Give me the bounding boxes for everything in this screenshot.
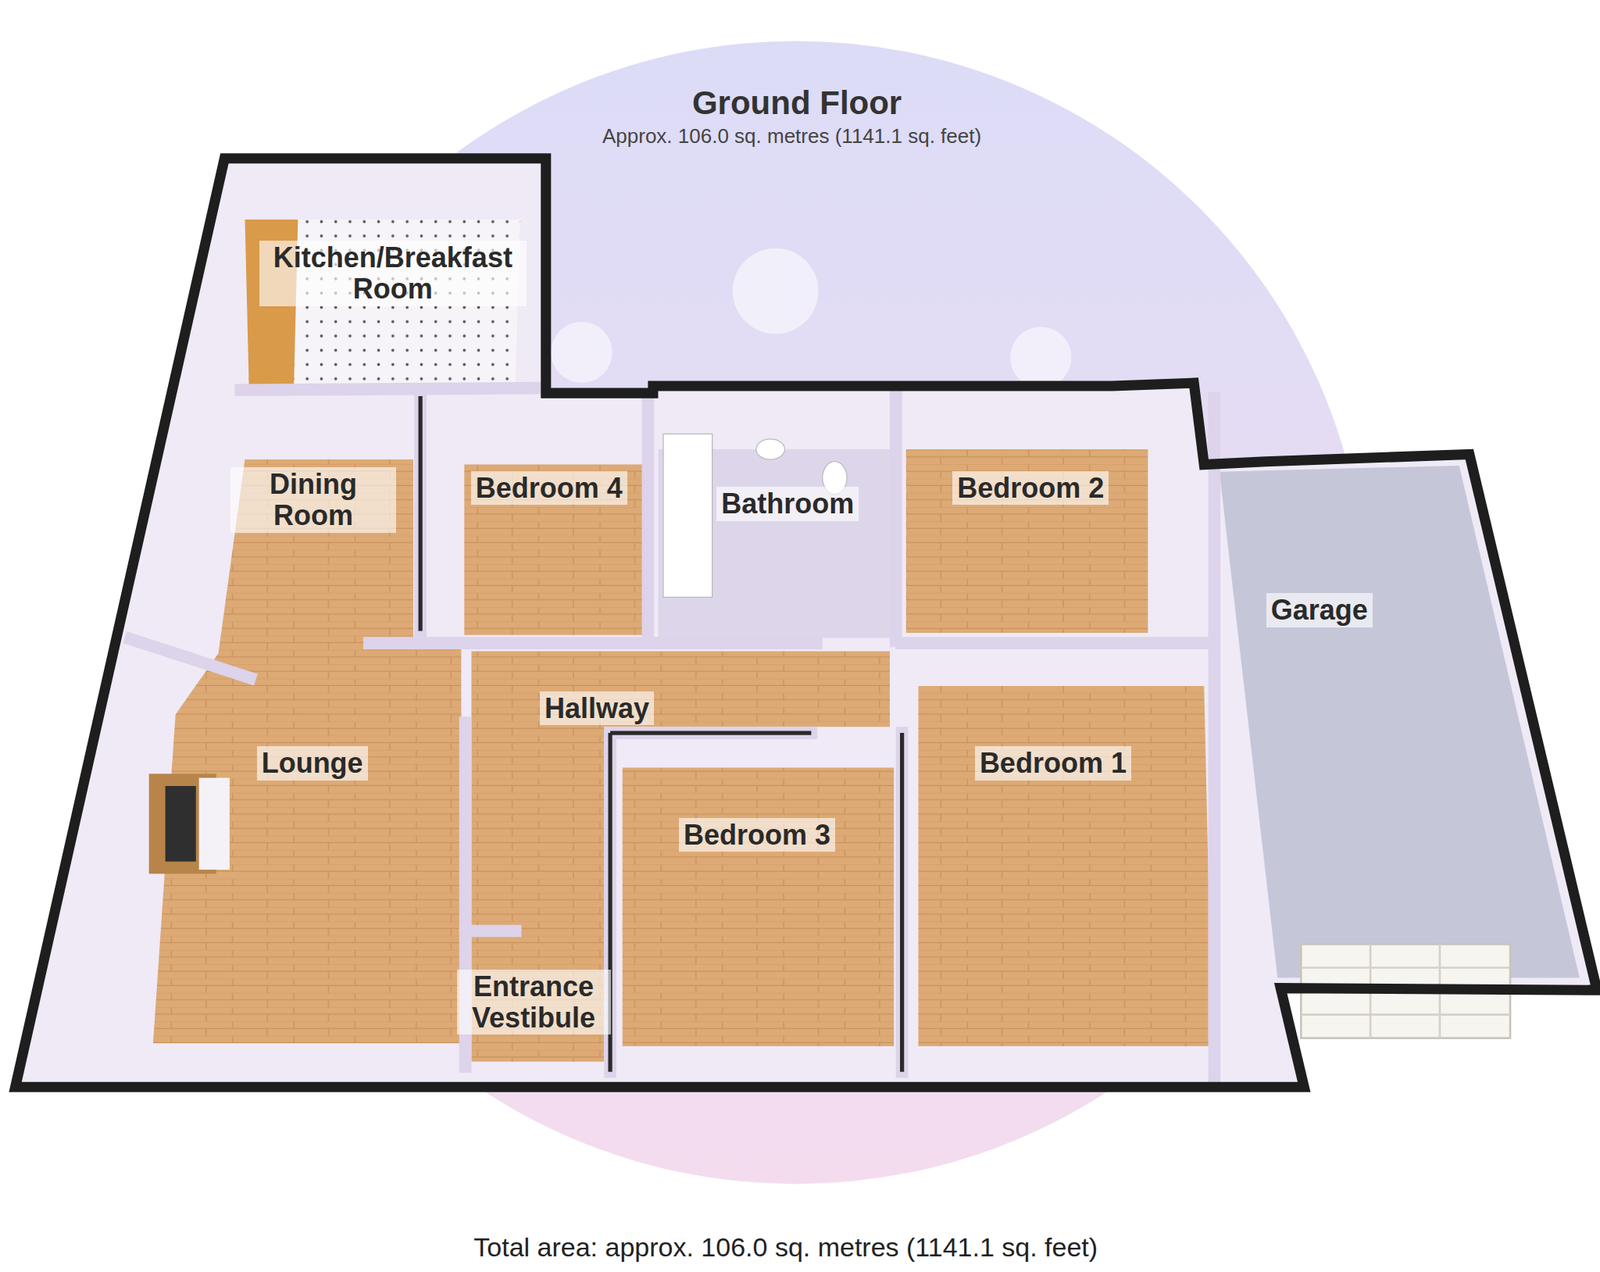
wall-edge (610, 730, 811, 735)
bedroom-floor (622, 767, 894, 1047)
wall-edge (418, 396, 423, 631)
wall (414, 396, 427, 631)
area-note: Approx. 106.0 sq. metres (1141.1 sq. fee… (602, 123, 982, 148)
wall (902, 636, 1211, 650)
bath-tub (663, 433, 713, 597)
room-name: Hallway (539, 691, 654, 726)
room-area: Bedroom 1 (950, 732, 1155, 794)
garage-floor (1219, 465, 1580, 979)
fireplace-side (199, 778, 230, 871)
wall (642, 396, 655, 639)
wall (896, 732, 909, 1072)
wall (1207, 398, 1221, 1078)
watermark-dot (732, 248, 819, 335)
building-footprint (15, 158, 1597, 1088)
room-area: Bedroom 3 (655, 803, 860, 865)
bedroom-floor (906, 449, 1149, 633)
room-name: Bathroom (716, 486, 859, 522)
outer-wall (15, 158, 1597, 1088)
wall (657, 636, 816, 650)
watermark-logo (550, 248, 1072, 389)
room-name: Dining Room (230, 467, 397, 533)
room-area: Bedroom 2 (928, 457, 1133, 518)
room-name: Bedroom 1 (975, 746, 1132, 781)
watermark-dot (550, 321, 612, 383)
wall (369, 636, 654, 650)
room-area: Bathroom (696, 473, 880, 535)
room-area: Bedroom 4 (446, 457, 651, 518)
watermark-dot (1010, 326, 1072, 388)
total-area-caption: Total area: approx. 106.0 sq. metres (11… (473, 1232, 1098, 1263)
internal-walls (130, 388, 1215, 1078)
room-area: Kitchen/Breakfast Room (250, 227, 536, 320)
wall (130, 639, 250, 679)
room-name: Bedroom 3 (678, 817, 836, 853)
fireplace (149, 773, 230, 874)
room-area: Hallway (520, 682, 674, 734)
room-name: Lounge (257, 746, 368, 781)
room-area: Entrance Vestibule (450, 956, 618, 1049)
internal-wall-edges (420, 396, 902, 1072)
room-area: Dining Room (224, 453, 403, 547)
wall (610, 726, 811, 740)
room-name: Entrance Vestibule (457, 969, 611, 1035)
wall (465, 925, 516, 938)
room-name: Bedroom 4 (471, 471, 628, 506)
wall (240, 388, 541, 391)
wall (889, 396, 903, 641)
room-area: Lounge (230, 732, 394, 794)
room-name: Kitchen/Breakfast Room (259, 240, 527, 306)
bedroom-floor (464, 464, 643, 636)
plan-title: Ground Floor (692, 84, 902, 122)
door-line (1300, 1013, 1511, 1016)
wash-basin (756, 439, 786, 460)
room-name: Garage (1266, 592, 1373, 628)
room-area: Garage (1237, 579, 1401, 641)
room-name: Bedroom 2 (952, 471, 1109, 506)
door-line (1300, 966, 1511, 969)
fireplace-hearth (165, 785, 197, 862)
wall-edge (900, 732, 904, 1072)
bedroom-floor (918, 685, 1213, 1047)
